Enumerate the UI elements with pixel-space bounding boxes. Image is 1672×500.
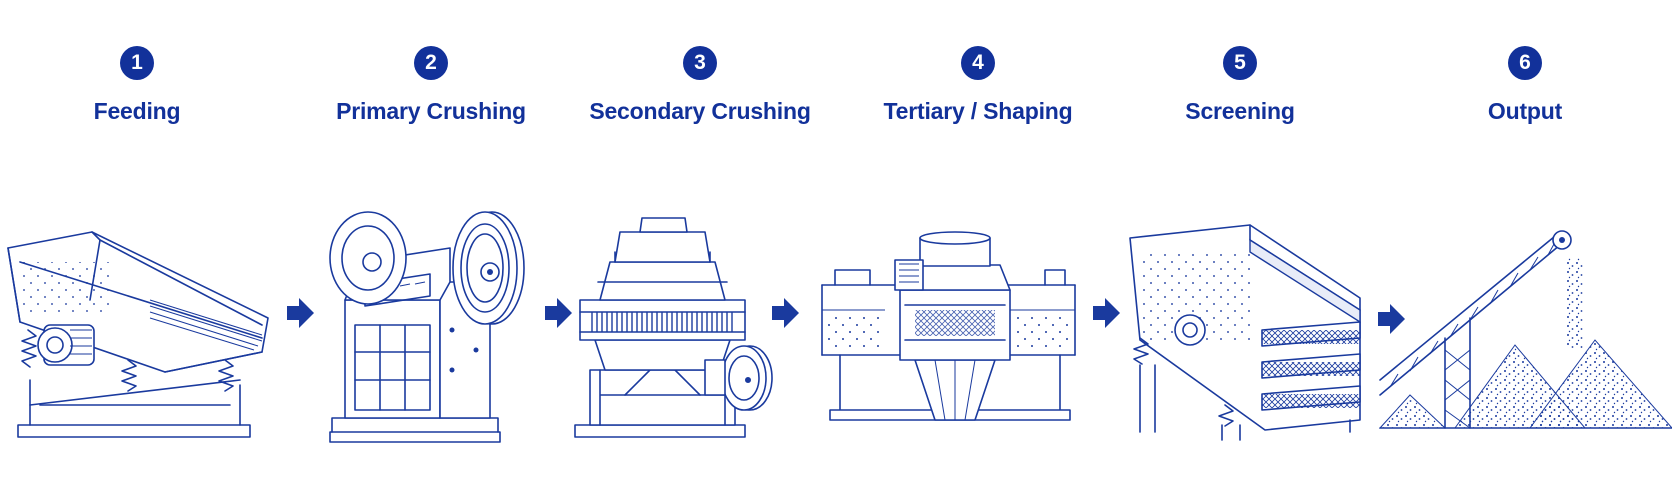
step-label-output: Output (1487, 98, 1563, 124)
jaw-crusher-icon (329, 211, 525, 443)
step-5: 5 Screening (1120, 46, 1360, 125)
step-label-tertiary-shaping: Tertiary / Shaping (883, 98, 1073, 124)
arrow-right-icon (1093, 298, 1120, 328)
arrow-right-icon (287, 298, 314, 328)
step-number-badge: 2 (414, 46, 448, 80)
vibrating-screen-icon (1129, 224, 1361, 441)
cone-crusher-icon (574, 217, 773, 438)
step-label-primary-crushing: Primary Crushing (336, 98, 526, 124)
arrow-right-icon (545, 298, 572, 328)
step-4: 4 Tertiary / Shaping (858, 46, 1098, 125)
conveyor-stockpile-icon (1378, 230, 1672, 429)
arrow-right-icon (1378, 304, 1405, 334)
step-label-screening: Screening (1185, 98, 1295, 124)
step-number-badge: 6 (1508, 46, 1542, 80)
step-2: 2 Primary Crushing (311, 46, 551, 125)
step-number-badge: 5 (1223, 46, 1257, 80)
vsi-crusher-icon (821, 231, 1076, 421)
step-1: 1 Feeding (17, 46, 257, 125)
step-number-badge: 3 (683, 46, 717, 80)
step-3: 3 Secondary Crushing (580, 46, 820, 125)
arrow-right-icon (772, 298, 799, 328)
step-number-badge: 1 (120, 46, 154, 80)
step-label-secondary-crushing: Secondary Crushing (589, 98, 811, 124)
vibrating-feeder-icon (7, 231, 269, 438)
step-6: 6 Output (1405, 46, 1645, 125)
step-label-feeding: Feeding (93, 98, 181, 124)
step-number-badge: 4 (961, 46, 995, 80)
